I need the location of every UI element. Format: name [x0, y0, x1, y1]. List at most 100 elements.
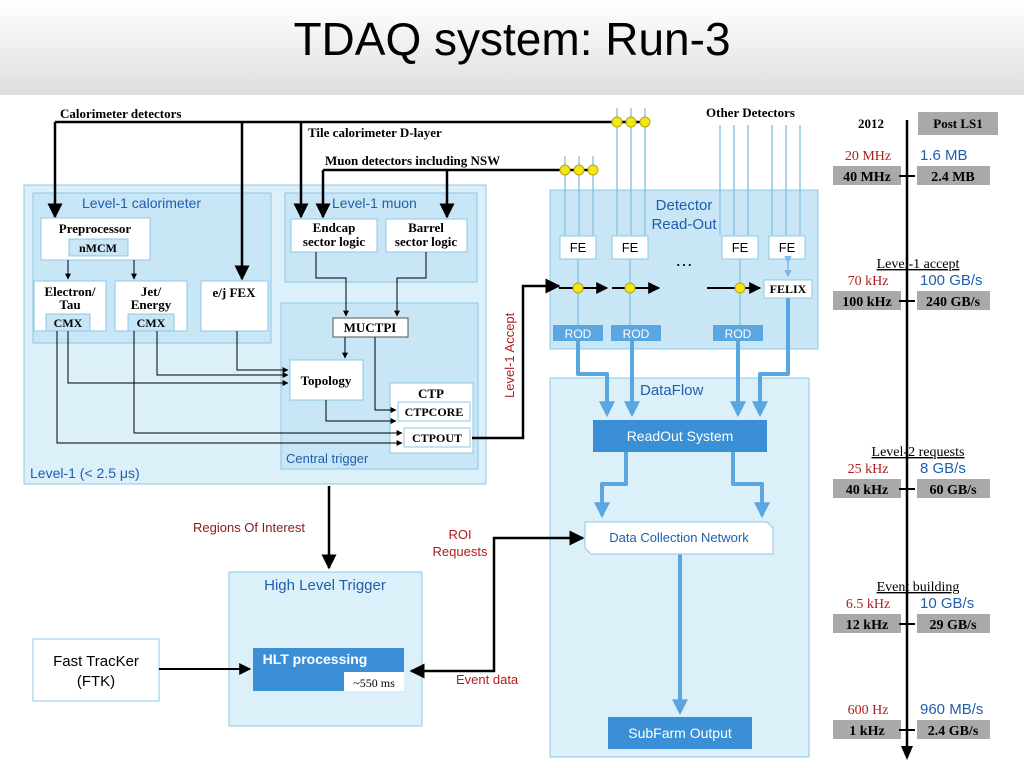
- central-trigger-title: Central trigger: [286, 451, 369, 466]
- hlt-title: High Level Trigger: [264, 577, 386, 594]
- roi-requests-label-1: ROI: [448, 527, 471, 542]
- nmcm-box: [68, 238, 129, 257]
- hlt-time-label: ~550 ms: [353, 676, 395, 690]
- ellipsis-label: …: [675, 250, 693, 270]
- preprocessor-label: Preprocessor: [59, 221, 132, 236]
- junction-dot: [734, 282, 746, 294]
- rate-2012: 6.5 kHz: [846, 597, 890, 612]
- rate-post: 100 kHz: [842, 295, 891, 310]
- rod-box: [611, 325, 661, 341]
- jet-energy-label-2: Energy: [131, 297, 172, 312]
- size-2012: 1.6 MB: [920, 147, 968, 164]
- junction-dot: [624, 282, 636, 294]
- rod-label: ROD: [623, 327, 650, 341]
- rod-label: ROD: [565, 327, 592, 341]
- roi-requests-label-2: Requests: [433, 544, 488, 559]
- barrel-label-1: Barrel: [408, 220, 444, 235]
- event-data-arrow: [409, 661, 496, 679]
- felix-label: FELIX: [770, 282, 807, 296]
- readout-system-label: ReadOut System: [627, 428, 734, 444]
- other-detectors-label: Other Detectors: [706, 105, 795, 120]
- page-title: TDAQ system: Run-3: [293, 13, 731, 65]
- dataflow-title: DataFlow: [640, 382, 704, 399]
- fe-label: FE: [732, 240, 749, 255]
- dcn-box: [584, 521, 774, 555]
- size-post: 2.4 MB: [931, 170, 975, 185]
- ftk-box: [32, 638, 160, 702]
- col-post-box: [918, 112, 998, 135]
- topology-box: [289, 359, 364, 401]
- cmx-box: [127, 313, 175, 332]
- junction-dot: [572, 282, 584, 294]
- calorimeter-detectors-label: Calorimeter detectors: [60, 106, 181, 121]
- event-data-label: Event data: [456, 672, 519, 687]
- ftk-label-2: (FTK): [77, 673, 115, 690]
- rate-post-box: [833, 166, 901, 185]
- ctpout-box: [403, 427, 471, 448]
- endcap-label-2: sector logic: [303, 234, 365, 249]
- muctpi-label: MUCTPI: [344, 320, 397, 335]
- col-2012-label: 2012: [858, 116, 884, 131]
- fe-label: FE: [622, 240, 639, 255]
- size-2012: 10 GB/s: [920, 595, 974, 612]
- junction-dot: [559, 164, 571, 176]
- size-post-box: [917, 720, 990, 739]
- muctpi-box: [332, 317, 409, 338]
- endcap-box: [290, 218, 378, 253]
- ej-fex-box: [200, 280, 269, 332]
- electron-tau-label-2: Tau: [59, 297, 80, 312]
- size-post-box: [917, 166, 990, 185]
- detector-readout-title-1: Detector: [656, 197, 713, 214]
- ctpcore-label: CTPCORE: [405, 405, 464, 419]
- timeline-section-label: Level-2 requests: [872, 445, 965, 460]
- timeline-section-label: Level-1 accept: [877, 257, 960, 272]
- level1-accept-label: Level-1 Accept: [502, 312, 517, 398]
- level1-muon-title: Level-1 muon: [332, 195, 417, 211]
- fe-label: FE: [570, 240, 587, 255]
- ej-fex-label: e/j FEX: [213, 285, 257, 300]
- size-post: 2.4 GB/s: [928, 724, 979, 739]
- hlt-processing-label: HLT processing: [263, 651, 368, 667]
- rod-box: [553, 325, 603, 341]
- junction-dot: [587, 164, 599, 176]
- readout-system-box: [593, 420, 767, 452]
- rate-post-box: [833, 720, 901, 739]
- rate-post: 1 kHz: [849, 724, 884, 739]
- rate-post-box: [833, 614, 901, 633]
- size-post-box: [917, 614, 990, 633]
- rate-post-box: [833, 479, 901, 498]
- level1-calorimeter-title: Level-1 calorimeter: [82, 195, 201, 211]
- rod-label: ROD: [725, 327, 752, 341]
- size-post-box: [917, 291, 990, 310]
- cmx-label: CMX: [54, 316, 83, 330]
- size-2012: 960 MB/s: [920, 701, 983, 718]
- size-post: 60 GB/s: [929, 483, 977, 498]
- regions-of-interest-label: Regions Of Interest: [193, 520, 305, 535]
- rate-2012: 600 Hz: [848, 703, 889, 718]
- ctpout-label: CTPOUT: [412, 431, 462, 445]
- junction-dot: [573, 164, 585, 176]
- endcap-label-1: Endcap: [313, 220, 356, 235]
- timeline-arrowhead: [901, 746, 913, 760]
- muon-detectors-label: Muon detectors including NSW: [325, 153, 500, 168]
- size-post: 29 GB/s: [929, 618, 977, 633]
- rate-2012: 70 kHz: [848, 274, 889, 289]
- level1-title: Level-1 (< 2.5 μs): [30, 465, 140, 481]
- rate-post: 40 kHz: [846, 483, 888, 498]
- ctp-label: CTP: [418, 386, 444, 401]
- electron-tau-label-1: Electron/: [44, 284, 95, 299]
- cmx-label: CMX: [137, 316, 166, 330]
- rate-post: 40 MHz: [843, 170, 891, 185]
- junction-dot: [625, 116, 637, 128]
- junction-dot: [639, 116, 651, 128]
- ctpcore-box: [397, 401, 471, 422]
- jet-energy-label-1: Jet/: [141, 284, 162, 299]
- barrel-label-2: sector logic: [395, 234, 457, 249]
- roi-requests-arrow: [492, 530, 585, 661]
- nmcm-label: nMCM: [79, 241, 117, 255]
- timeline-section-label: Event building: [877, 580, 960, 595]
- rod-box: [713, 325, 763, 341]
- size-2012: 8 GB/s: [920, 460, 966, 477]
